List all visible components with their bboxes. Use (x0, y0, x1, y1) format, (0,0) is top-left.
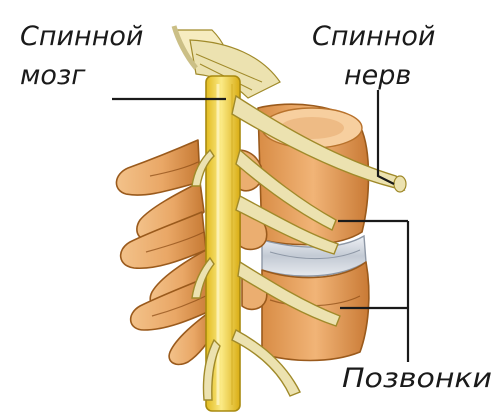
vertebral-arches (116, 140, 266, 364)
transverse-process-upper (116, 140, 200, 195)
label-vertebrae: Позвонки (342, 363, 492, 394)
label-spinal-nerve-line2: нерв (344, 60, 411, 91)
label-spinal-cord-line1: Спинной (20, 21, 143, 52)
label-spinal-nerve-line1: Спинной (312, 21, 435, 52)
label-spinal-cord-line2: мозг (20, 60, 86, 91)
leader-spinal-nerve (378, 90, 394, 184)
